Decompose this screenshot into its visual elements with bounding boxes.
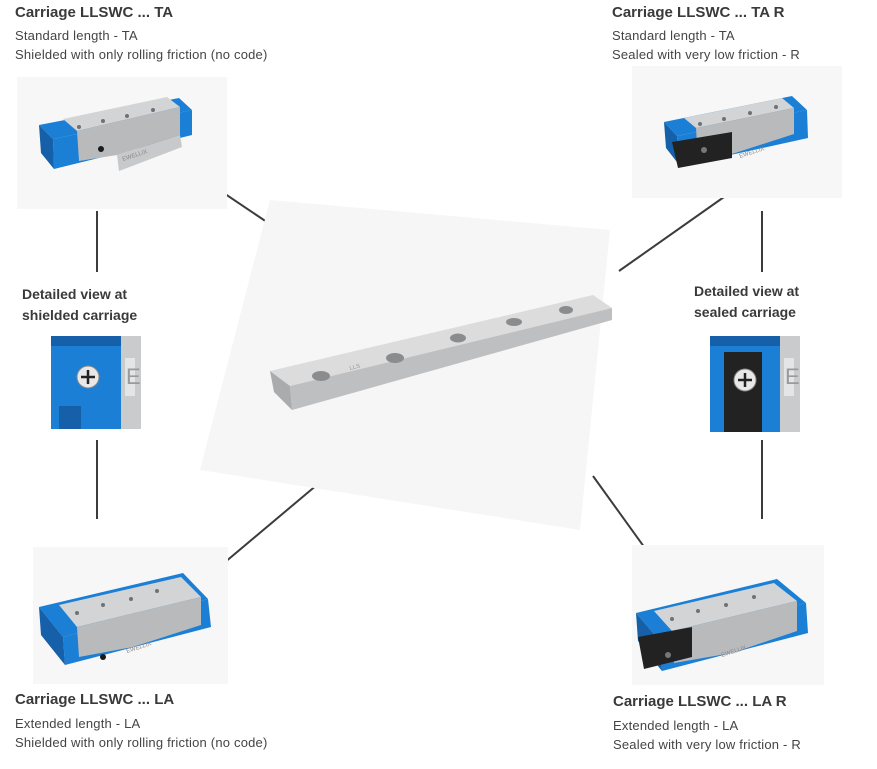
connector-top-right: [618, 196, 725, 272]
detail-sealed-logo-letter: E: [785, 364, 800, 389]
detail-right-label: Detailed view at sealed carriage: [694, 281, 799, 323]
detail-shielded-logo-letter: E: [126, 364, 141, 389]
detail-left-line2: shielded carriage: [22, 307, 138, 323]
detail-sealed-image: E: [710, 336, 800, 432]
bottom-right-seal: Sealed with very low friction - R: [613, 737, 801, 752]
top-left-seal: Shielded with only rolling friction (no …: [15, 47, 268, 62]
top-right-title: Carriage LLSWC ... TA R: [612, 4, 785, 21]
bottom-left-length: Extended length - LA: [15, 716, 141, 731]
top-right-length: Standard length - TA: [612, 28, 735, 43]
bottom-left-title: Carriage LLSWC ... LA: [15, 691, 175, 708]
carriage-la-r-image: EWELLIX: [632, 545, 824, 685]
rail-engraving: LLS: [349, 364, 361, 372]
bottom-left-seal: Shielded with only rolling friction (no …: [15, 735, 268, 750]
top-left-title: Carriage LLSWC ... TA: [15, 4, 174, 21]
carriage-la-image: EWELLIX: [33, 547, 228, 684]
detail-left-line1: Detailed view at: [22, 286, 128, 302]
detail-right-line1: Detailed view at: [694, 283, 800, 299]
bottom-right-title: Carriage LLSWC ... LA R: [613, 693, 787, 710]
carriage-ta-r-image: EWELLIX: [632, 66, 842, 198]
rail-image: LLS: [200, 170, 630, 550]
detail-right-line2: sealed carriage: [694, 304, 796, 320]
bottom-right-length: Extended length - LA: [613, 718, 739, 733]
top-right-seal: Sealed with very low friction - R: [612, 47, 800, 62]
carriage-ta-image: EWELLIX: [17, 77, 227, 209]
detail-left-label: Detailed view at shielded carriage: [22, 284, 137, 326]
detail-shielded-image: E: [51, 336, 141, 429]
top-left-length: Standard length - TA: [15, 28, 138, 43]
